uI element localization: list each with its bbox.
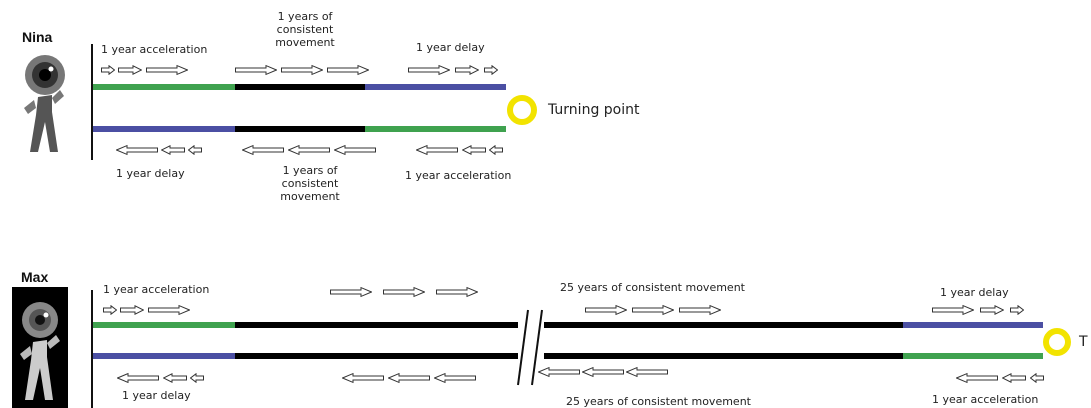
max-outbound-accel-label: 1 year acceleration bbox=[103, 283, 210, 296]
max-outbound-cruise-segment bbox=[235, 322, 903, 328]
max-turning-point-label: T bbox=[1079, 334, 1088, 350]
max-outbound-cruise-label: 25 years of consistent movement bbox=[560, 281, 745, 294]
max-turning-point-marker bbox=[1043, 328, 1071, 356]
max-outbound-delay-label: 1 year delay bbox=[940, 286, 1009, 299]
max-return-accel-arrows bbox=[956, 373, 1044, 383]
max-return-accel-label: 1 year acceleration bbox=[932, 393, 1039, 406]
max-return-accel-segment bbox=[903, 353, 1043, 359]
nina-return-cruise-label: 1 years of consistent movement bbox=[280, 164, 340, 203]
max-outbound-cruise-arrows-2 bbox=[585, 305, 721, 315]
nina-return-delay-segment bbox=[93, 126, 235, 132]
max-outbound-delay-segment bbox=[903, 322, 1043, 328]
max-return-delay-label: 1 year delay bbox=[122, 389, 191, 402]
max-return-delay-arrows bbox=[117, 373, 204, 383]
nina-return-accel-segment bbox=[365, 126, 506, 132]
nina-name: Nina bbox=[22, 29, 53, 45]
max-return-delay-segment bbox=[93, 353, 235, 359]
nina-outbound-cruise-label: 1 years of consistent movement bbox=[275, 10, 335, 49]
max-outbound-accel-segment bbox=[93, 322, 235, 328]
max-name: Max bbox=[21, 269, 49, 285]
max-axis-break bbox=[517, 309, 544, 386]
nina-turning-point-marker bbox=[507, 95, 537, 125]
max-return-cruise-arrows-1 bbox=[342, 373, 476, 383]
nina-return-cruise-arrows bbox=[242, 145, 376, 155]
nina-start-line bbox=[91, 44, 93, 160]
max-return-cruise-arrows-2 bbox=[538, 367, 668, 377]
nina-outbound-delay-label: 1 year delay bbox=[416, 41, 485, 54]
nina-return-accel-label: 1 year acceleration bbox=[405, 169, 512, 182]
max-avatar bbox=[20, 302, 60, 400]
max-outbound-cruise-arrows-1 bbox=[330, 287, 478, 297]
max-outbound-delay-arrows bbox=[932, 305, 1024, 315]
nina-outbound-delay-arrows bbox=[408, 64, 498, 76]
nina-outbound-accel-segment bbox=[93, 84, 235, 90]
nina-outbound-accel-arrows bbox=[101, 64, 188, 76]
nina-outbound-cruise-segment bbox=[235, 84, 365, 90]
max-outbound-accel-arrows bbox=[103, 305, 190, 315]
nina-avatar bbox=[24, 55, 65, 152]
nina-return-accel-arrows bbox=[416, 145, 503, 155]
nina-return-delay-arrows bbox=[116, 145, 202, 155]
nina-turning-point-label: Turning point bbox=[548, 102, 640, 118]
nina-outbound-accel-label: 1 year acceleration bbox=[101, 43, 208, 56]
nina-outbound-cruise-arrows bbox=[235, 64, 369, 76]
nina-return-cruise-segment bbox=[235, 126, 365, 132]
max-return-cruise-label: 25 years of consistent movement bbox=[566, 395, 751, 408]
nina-outbound-delay-segment bbox=[365, 84, 506, 90]
max-start-line bbox=[91, 290, 93, 408]
max-return-cruise-segment bbox=[235, 353, 903, 359]
nina-return-delay-label: 1 year delay bbox=[116, 167, 185, 180]
